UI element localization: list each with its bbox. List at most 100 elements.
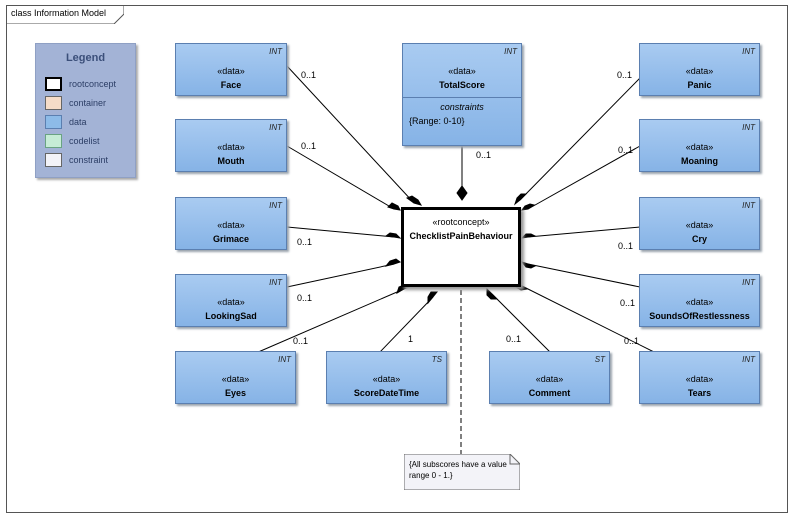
diagram-frame <box>6 5 788 513</box>
assoc-cry <box>527 226 641 238</box>
diamond-lookingsad <box>384 258 402 267</box>
datatype-label: INT <box>278 355 291 364</box>
diamond-moaning <box>520 203 536 211</box>
class-eyes[interactable]: INT «data» Eyes <box>175 351 296 404</box>
datatype-label: INT <box>269 123 282 132</box>
multiplicity-panic: 0..1 <box>617 70 633 80</box>
multiplicity-comment: 0..1 <box>506 334 522 344</box>
legend-swatch <box>45 115 62 129</box>
datatype-label: INT <box>742 355 755 364</box>
assoc-face <box>286 65 415 204</box>
class-totalscore[interactable]: INT «data» TotalScore constraints {Range… <box>402 43 522 146</box>
constraints-heading: constraints <box>440 102 484 112</box>
assoc-scoredatetime <box>379 296 434 353</box>
class-name: LookingSad <box>205 311 257 321</box>
class-stereotype: «data» <box>535 374 564 384</box>
legend-label: container <box>69 98 107 108</box>
class-name: Comment <box>528 388 571 398</box>
diamond-cry <box>520 233 537 239</box>
class-name: TotalScore <box>439 80 485 90</box>
assoc-eyes <box>255 288 405 354</box>
class-stereotype: «data» <box>217 66 245 76</box>
class-face[interactable]: INT «data» Face <box>175 43 287 96</box>
assoc-tears <box>519 284 661 356</box>
frame-title-tab <box>6 5 124 24</box>
class-scoredatetime[interactable]: TS «data» ScoreDateTime <box>326 351 447 404</box>
legend-swatch <box>45 153 62 167</box>
diamond-grimace <box>384 232 402 239</box>
datatype-label: ST <box>594 355 605 364</box>
class-mouth[interactable]: INT «data» Mouth <box>175 119 287 172</box>
class-checklistpainbehaviour[interactable]: «rootconcept» ChecklistPainBehaviour <box>401 207 521 287</box>
diamond-comment <box>486 287 499 300</box>
class-stereotype: «data» <box>685 220 714 230</box>
datatype-label: INT <box>269 47 282 56</box>
datatype-label: INT <box>742 201 755 210</box>
class-comment[interactable]: ST «data» Comment <box>489 351 610 404</box>
root-stereotype: «rootconcept» <box>432 217 490 227</box>
class-name: Mouth <box>217 156 245 166</box>
root-name: ChecklistPainBehaviour <box>409 231 513 241</box>
class-stereotype: «data» <box>217 220 245 230</box>
class-name: Grimace <box>212 234 250 244</box>
assoc-panic <box>519 77 641 201</box>
legend-label: codelist <box>69 136 100 146</box>
class-lookingsad[interactable]: INT «data» LookingSad <box>175 274 287 327</box>
class-grimace[interactable]: INT «data» Grimace <box>175 197 287 250</box>
legend-label: data <box>69 117 87 127</box>
multiplicity-soundsofrestlessness: 0..1 <box>620 298 636 308</box>
compartment-divider <box>403 97 521 98</box>
datatype-label: INT <box>742 278 755 287</box>
class-name: Cry <box>691 234 707 244</box>
datatype-label: INT <box>742 123 755 132</box>
diamond-soundsofrestlessness <box>520 260 537 269</box>
class-soundsofrestlessness[interactable]: INT «data» SoundsOfRestlessness <box>639 274 760 327</box>
class-moaning[interactable]: INT «data» Moaning <box>639 119 760 172</box>
class-name: ScoreDateTime <box>353 388 420 398</box>
class-stereotype: «data» <box>217 142 245 152</box>
multiplicity-tears: 0..1 <box>624 336 640 346</box>
class-name: Face <box>220 80 242 90</box>
multiplicity-grimace: 0..1 <box>297 237 313 247</box>
assoc-mouth <box>286 145 395 210</box>
class-panic[interactable]: INT «data» Panic <box>639 43 760 96</box>
note-shape <box>404 454 520 490</box>
diamond-scoredatetime <box>427 291 439 305</box>
assoc-lookingsad <box>286 263 395 288</box>
legend-swatch <box>45 77 62 91</box>
assoc-comment <box>491 293 551 353</box>
multiplicity-lookingsad: 0..1 <box>297 293 313 303</box>
legend-label: constraint <box>69 155 109 165</box>
multiplicity-mouth: 0..1 <box>301 141 317 151</box>
diamond-face <box>405 195 423 206</box>
class-cry[interactable]: INT «data» Cry <box>639 197 760 250</box>
class-stereotype: «data» <box>685 297 714 307</box>
multiplicity-scoredatetime: 1 <box>408 334 414 344</box>
class-stereotype: «data» <box>685 66 714 76</box>
multiplicity-totalscore: 0..1 <box>476 150 492 160</box>
legend-title: Legend <box>65 52 106 64</box>
legend-swatch <box>45 96 62 110</box>
datatype-label: INT <box>742 47 755 56</box>
class-stereotype: «data» <box>685 142 714 152</box>
legend-swatch <box>45 134 62 148</box>
diamond-totalscore <box>456 185 468 201</box>
class-tears[interactable]: INT «data» Tears <box>639 351 760 404</box>
class-name: Tears <box>687 388 712 398</box>
legend: Legend rootconcept container data codeli… <box>35 43 136 178</box>
constraint-note[interactable]: {All subscores have a value range 0 - 1.… <box>404 454 520 490</box>
class-name: Panic <box>687 80 712 90</box>
class-stereotype: «data» <box>217 297 245 307</box>
legend-label: rootconcept <box>69 79 117 89</box>
class-stereotype: «data» <box>685 374 714 384</box>
multiplicity-face: 0..1 <box>301 70 317 80</box>
note-text: {All subscores have a value range 0 - 1.… <box>409 460 507 480</box>
class-stereotype: «data» <box>221 374 250 384</box>
datatype-label: INT <box>269 278 282 287</box>
assoc-grimace <box>286 226 395 238</box>
assoc-soundsofrestlessness <box>527 263 641 288</box>
frame-title: class Information Model <box>11 8 107 18</box>
datatype-label: INT <box>504 47 517 56</box>
class-name: Eyes <box>224 388 247 398</box>
